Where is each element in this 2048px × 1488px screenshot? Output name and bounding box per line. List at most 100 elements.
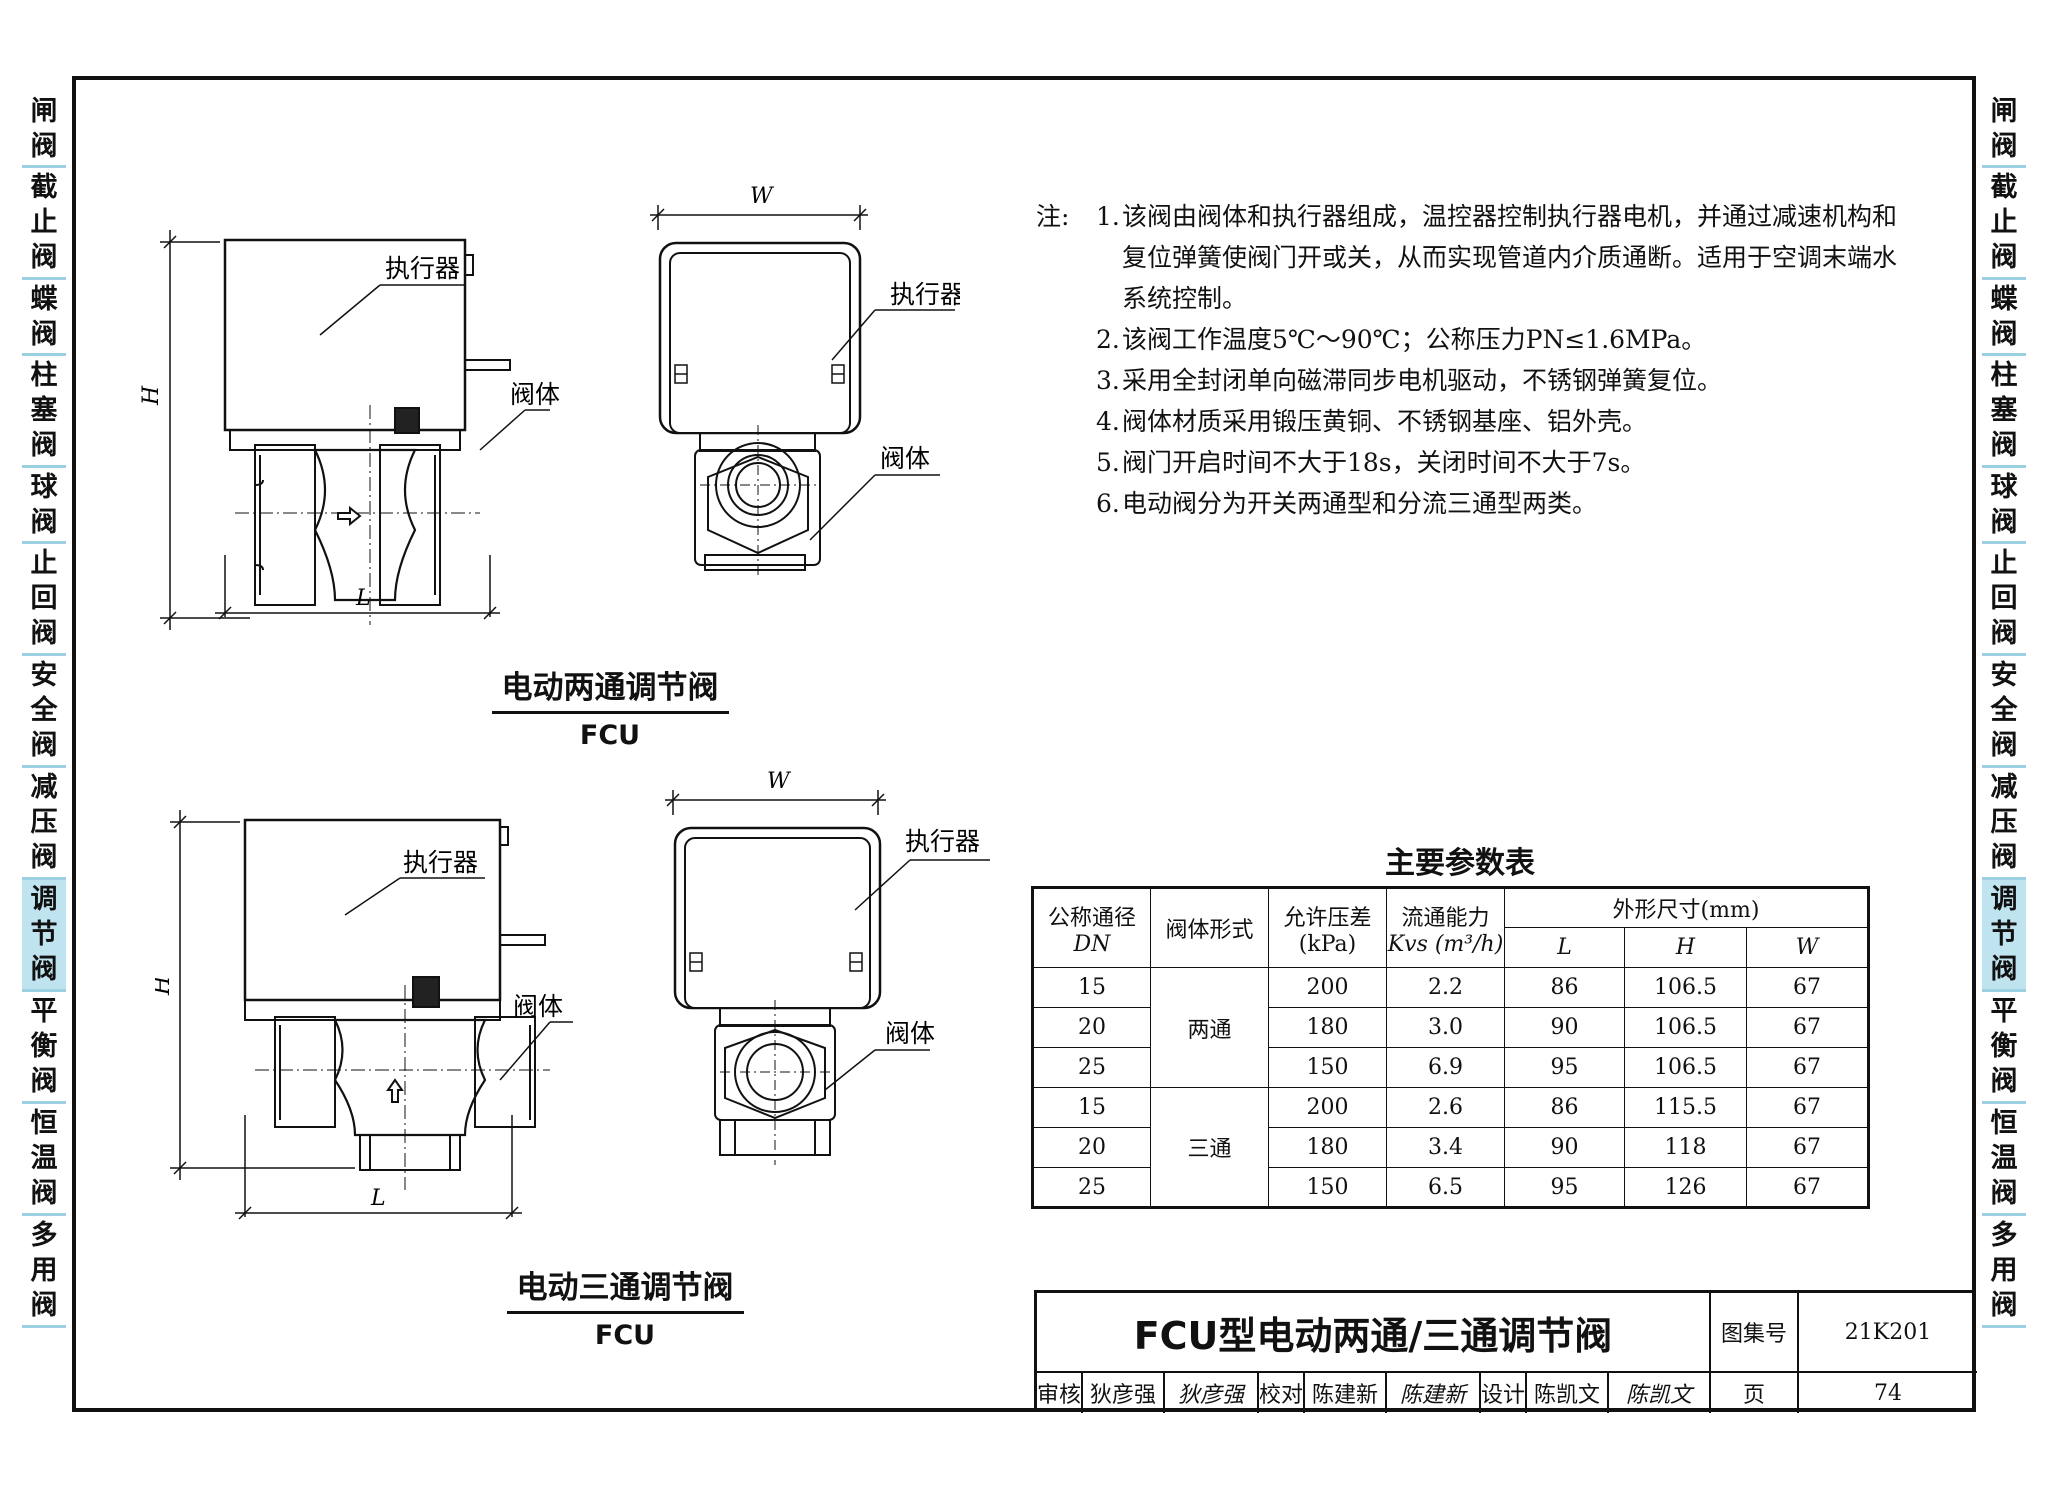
cell-kvs: 6.5 — [1386, 1167, 1505, 1208]
cell-h: 106.5 — [1624, 1047, 1747, 1088]
left-tab-char: 温 — [30, 1143, 58, 1174]
right-tab-char: 阀 — [1990, 506, 2018, 538]
left-tab-1[interactable]: 截止阀 — [22, 168, 66, 280]
right-tab-4[interactable]: 球阀 — [1982, 468, 2026, 544]
notes-label: 注: — [1036, 202, 1070, 231]
right-tab-char: 塞 — [1990, 395, 2018, 426]
three-way-front-view: H L 执行器 阀体 — [155, 810, 573, 1220]
drawing-title: FCU型电动两通/三通调节阀 — [1037, 1293, 1711, 1373]
right-tab-6[interactable]: 安全阀 — [1982, 656, 2026, 768]
right-tab-char: 恒 — [1990, 1108, 2018, 1139]
checker-signature: 陈建新 — [1387, 1373, 1481, 1413]
two-way-side-dim-w: W — [750, 185, 775, 209]
left-tab-char: 平 — [30, 996, 58, 1027]
left-tab-char: 阀 — [30, 618, 58, 649]
cell-dp: 200 — [1268, 1087, 1387, 1128]
left-tab-11[interactable]: 多用阀 — [22, 1216, 66, 1328]
left-tab-char: 阀 — [30, 1178, 58, 1209]
cell-dn: 15 — [1032, 1087, 1151, 1128]
note-text: 电动阀分为开关两通型和分流三通型两类。 — [1122, 489, 1598, 518]
cell-dp: 150 — [1268, 1047, 1387, 1088]
three-way-side-view: W 执行器 阀体 — [665, 770, 990, 1165]
cell-l: 95 — [1504, 1047, 1625, 1088]
left-tab-char: 节 — [30, 919, 58, 950]
left-tab-char: 阀 — [30, 506, 58, 538]
note-number: 1. — [1096, 202, 1120, 231]
left-tab-char: 调 — [30, 884, 58, 915]
left-tab-9[interactable]: 平衡阀 — [22, 992, 66, 1104]
note-item: 2.该阀工作温度5℃～90℃；公称压力PN≤1.6MPa。 — [1096, 319, 1906, 360]
right-tab-char: 阀 — [1990, 242, 2018, 273]
left-tab-6[interactable]: 安全阀 — [22, 656, 66, 768]
two-way-front-view: H L 执行器 阀体 — [140, 230, 560, 630]
right-tab-5[interactable]: 止回阀 — [1982, 544, 2026, 656]
cell-w: 67 — [1746, 1087, 1869, 1128]
designer-name: 陈凯文 — [1527, 1373, 1609, 1413]
left-tab-char: 阀 — [30, 318, 58, 350]
right-tab-0[interactable]: 闸阀 — [1982, 92, 2026, 168]
three-way-figure-title: 电动三通调节阀 FCU — [475, 1262, 775, 1351]
cell-h: 126 — [1624, 1167, 1747, 1208]
right-tab-char: 全 — [1990, 695, 2018, 726]
cell-w: 67 — [1746, 1047, 1869, 1088]
right-tab-8[interactable]: 调节阀 — [1982, 880, 2026, 992]
cell-kvs: 3.0 — [1386, 1007, 1505, 1048]
cell-l: 86 — [1504, 967, 1625, 1008]
left-tab-0[interactable]: 闸阀 — [22, 92, 66, 168]
right-tab-7[interactable]: 减压阀 — [1982, 768, 2026, 880]
right-tab-11[interactable]: 多用阀 — [1982, 1216, 2026, 1328]
left-tab-2[interactable]: 蝶阀 — [22, 280, 66, 356]
cell-l: 90 — [1504, 1127, 1625, 1168]
left-tab-10[interactable]: 恒温阀 — [22, 1104, 66, 1216]
left-tab-char: 压 — [30, 807, 58, 838]
note-text: 阀门开启时间不大于18s，关闭时间不大于7s。 — [1122, 448, 1646, 477]
right-tab-10[interactable]: 恒温阀 — [1982, 1104, 2026, 1216]
left-tab-7[interactable]: 减压阀 — [22, 768, 66, 880]
note-item: 5.阀门开启时间不大于18s，关闭时间不大于7s。 — [1096, 442, 1906, 483]
right-tab-3[interactable]: 柱塞阀 — [1982, 356, 2026, 468]
left-tab-char: 安 — [30, 660, 58, 691]
left-tab-4[interactable]: 球阀 — [22, 468, 66, 544]
three-way-side-dim-w: W — [767, 770, 792, 794]
cell-type: 两通 — [1150, 967, 1269, 1088]
left-tab-5[interactable]: 止回阀 — [22, 544, 66, 656]
two-way-front-actuator-label: 执行器 — [385, 254, 460, 283]
cell-kvs: 2.2 — [1386, 967, 1505, 1008]
two-way-side-actuator-label: 执行器 — [890, 280, 960, 309]
cell-w: 67 — [1746, 1167, 1869, 1208]
cell-h: 115.5 — [1624, 1087, 1747, 1128]
cell-w: 67 — [1746, 1127, 1869, 1168]
left-index-tabs: 闸阀截止阀蝶阀柱塞阀球阀止回阀安全阀减压阀调节阀平衡阀恒温阀多用阀 — [22, 92, 66, 1328]
atlas-number: 21K201 — [1799, 1293, 1977, 1373]
cell-h: 106.5 — [1624, 1007, 1747, 1048]
two-way-side-view: W 执行器 阀体 — [650, 185, 960, 575]
left-tab-8[interactable]: 调节阀 — [22, 880, 66, 992]
header-l: L — [1504, 927, 1625, 968]
header-dims: 外形尺寸(mm) — [1504, 887, 1869, 928]
left-tab-char: 柱 — [30, 360, 58, 391]
cell-w: 67 — [1746, 1007, 1869, 1048]
right-tab-char: 平 — [1990, 996, 2018, 1027]
right-tab-char: 节 — [1990, 919, 2018, 950]
cell-dn: 20 — [1032, 1007, 1151, 1048]
three-way-front-actuator-label: 执行器 — [403, 848, 478, 877]
cell-kvs: 2.6 — [1386, 1087, 1505, 1128]
right-tab-9[interactable]: 平衡阀 — [1982, 992, 2026, 1104]
two-way-front-dim-h: H — [140, 385, 164, 406]
note-number: 3. — [1096, 366, 1120, 395]
left-tab-3[interactable]: 柱塞阀 — [22, 356, 66, 468]
left-tab-char: 球 — [30, 471, 58, 503]
right-tab-char: 调 — [1990, 884, 2018, 915]
right-tab-1[interactable]: 截止阀 — [1982, 168, 2026, 280]
note-item: 3.采用全封闭单向磁滞同步电机驱动，不锈钢弹簧复位。 — [1096, 360, 1906, 401]
left-tab-char: 阀 — [30, 954, 58, 985]
right-tab-char: 闸 — [1990, 95, 2018, 127]
cell-type: 三通 — [1150, 1087, 1269, 1208]
cell-h: 118 — [1624, 1127, 1747, 1168]
left-tab-char: 蝶 — [30, 283, 58, 315]
right-tab-2[interactable]: 蝶阀 — [1982, 280, 2026, 356]
table-title: 主要参数表 — [1385, 846, 1535, 881]
two-way-model: FCU — [579, 720, 641, 751]
two-way-side-body-label: 阀体 — [880, 444, 930, 473]
